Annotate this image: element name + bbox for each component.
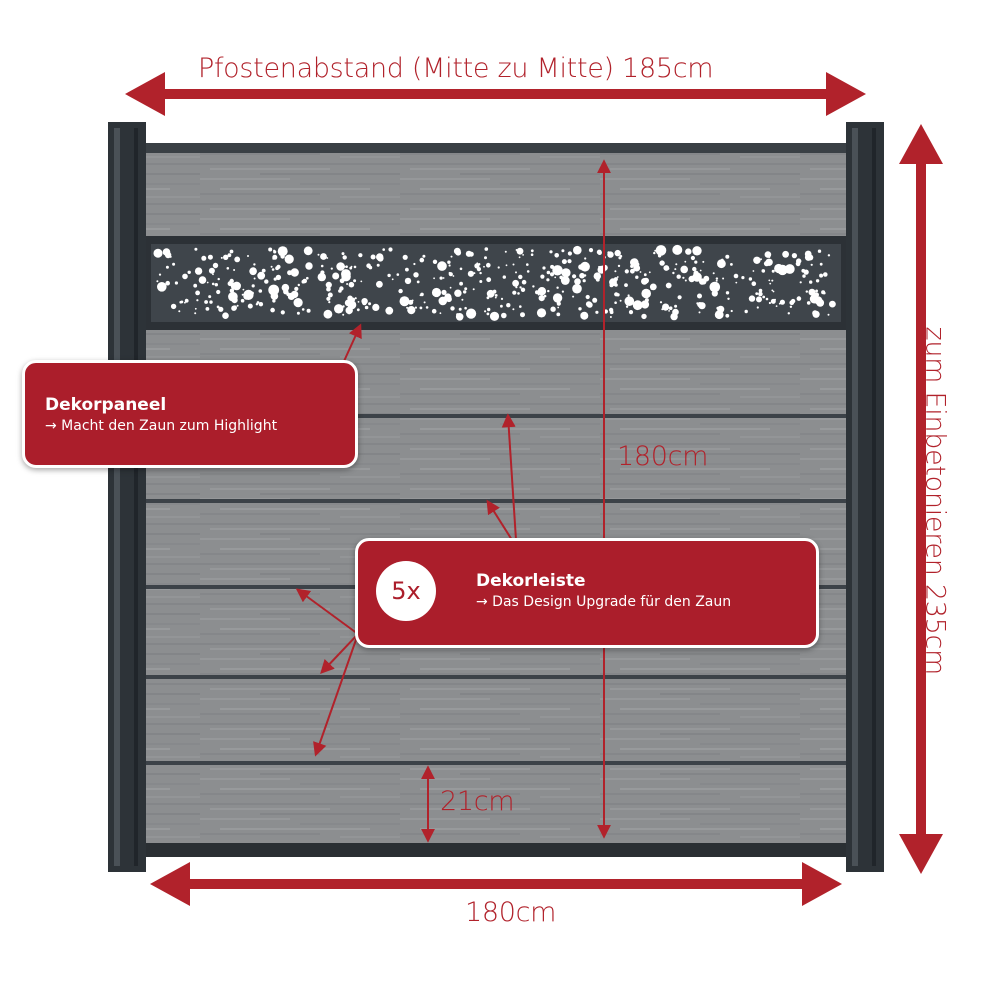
post-length-label: zum Einbetonieren 235cm (919, 326, 951, 676)
dekorpaneel-subtitle: → Macht den Zaun zum Highlight (45, 418, 278, 434)
left-post (108, 122, 146, 872)
dekorleiste-subtitle: → Das Design Upgrade für den Zaun (476, 594, 732, 610)
right-post (846, 122, 884, 872)
post-spacing-label: Pfostenabstand (Mitte zu Mitte) 185cm (198, 53, 714, 84)
post-spacing-arrow (125, 72, 866, 116)
top-rail (136, 143, 854, 153)
board-height-label: 21cm (440, 786, 515, 817)
pointer-lines (295, 323, 517, 757)
width-arrow (150, 862, 842, 906)
post-length-arrow (899, 124, 943, 874)
board-6 (144, 679, 846, 761)
inner-height-label: 180cm (617, 441, 709, 472)
dekorleiste-callout: 5x Dekorleiste → Das Design Upgrade für … (355, 538, 819, 648)
dekorleiste-title: Dekorleiste (476, 571, 586, 591)
quantity-badge: 5x (376, 561, 436, 621)
dekorpaneel-callout: Dekorpaneel → Macht den Zaun zum Highlig… (22, 360, 358, 468)
decor-panel (144, 236, 846, 330)
board-bottom (144, 765, 846, 845)
board-top (144, 152, 846, 236)
dekorpaneel-title: Dekorpaneel (45, 395, 167, 415)
bottom-width-label: 180cm (465, 897, 557, 928)
bottom-rail (136, 843, 854, 857)
